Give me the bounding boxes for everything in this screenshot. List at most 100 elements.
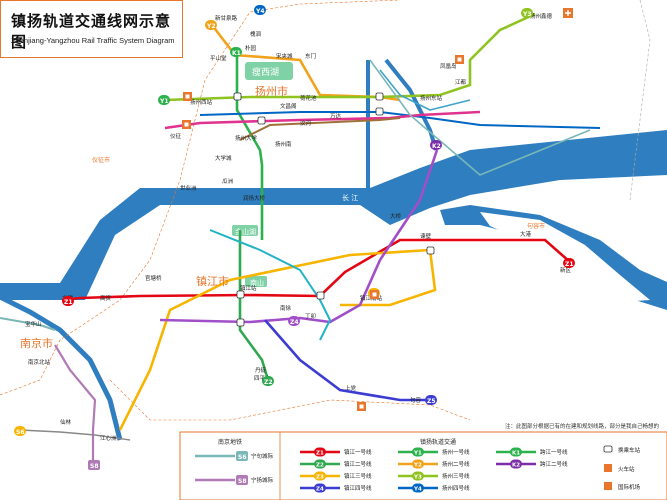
label-river: 长 江: [342, 193, 358, 202]
airport-icon: [563, 8, 573, 18]
line-nj-s-blue: [369, 59, 591, 176]
station-label: 谏壁: [420, 232, 432, 240]
svg-text:镇江一号线: 镇江一号线: [344, 448, 372, 456]
station-label: 丁卯: [305, 312, 316, 320]
badge-s8: S8: [88, 460, 100, 470]
station-label: 南徐: [280, 304, 292, 312]
station-label: 扬州鑫德: [530, 12, 553, 20]
label-nanjing: 南京市: [20, 336, 53, 350]
svg-text:火车站: 火车站: [618, 465, 635, 473]
station-label: 句容: [410, 396, 422, 404]
shouxi-lake-label: 瘦西湖: [252, 66, 279, 78]
svg-text:Z2: Z2: [264, 379, 273, 386]
station-label: 汶河: [300, 119, 312, 127]
station-label: 丹徒: [255, 366, 267, 374]
title-box: 镇扬轨道交通线网示意图 Zhenjiang-Yangzhou Rail Traf…: [0, 0, 183, 58]
station-label: 新甘泉路: [215, 14, 238, 22]
line-zj1: [61, 238, 571, 302]
transfer-station: [375, 92, 384, 101]
line-yz4: [199, 111, 601, 129]
jinshan-lake-label: 金山湖: [235, 227, 256, 236]
line-nj-s8: [54, 344, 97, 460]
badge-y3: Y3: [521, 8, 533, 18]
svg-text:S8: S8: [238, 478, 247, 485]
station-label: 宋夹城: [276, 52, 293, 60]
station-label: 镇江站: [240, 284, 257, 292]
svg-text:S8: S8: [90, 463, 99, 470]
station-label: 仪征: [170, 132, 182, 140]
svg-text:扬州一号线: 扬州一号线: [442, 448, 470, 456]
station-label: 大港: [520, 230, 532, 238]
badge-k1: K1: [230, 47, 242, 57]
badge-z4: Z4: [288, 316, 300, 326]
svg-text:扬州四号线: 扬州四号线: [442, 484, 470, 492]
city-boundary-2: [629, 0, 651, 201]
svg-text:Y4: Y4: [413, 487, 422, 493]
transfer-station: [236, 318, 245, 327]
svg-text:跨江二号线: 跨江二号线: [540, 460, 568, 468]
station-label: 扬州东站: [420, 94, 443, 102]
transfer-station: [233, 92, 242, 101]
badge-y1: Y1: [158, 95, 170, 105]
line-yz-pink: [164, 110, 481, 130]
station-label: 凤凰岛: [440, 62, 457, 70]
svg-text:Z5: Z5: [427, 398, 436, 405]
shouxi-lake: [245, 62, 293, 80]
transfer-station: [316, 291, 325, 300]
line-zj-cyan: [209, 229, 332, 341]
label-yangzhou: 扬州市: [255, 84, 288, 98]
legend-right-title: 镇扬轨道交通: [420, 438, 456, 446]
line-zj5: [264, 319, 430, 402]
transfer-station: [375, 107, 384, 116]
svg-text:Z1: Z1: [565, 261, 574, 268]
svg-text:S6: S6: [238, 454, 247, 461]
svg-text:Y1: Y1: [159, 98, 169, 105]
legend-left-title: 南京地铁: [218, 438, 242, 446]
line-yz-teal: [379, 69, 471, 111]
legend-nj-item: S6 宁句城际: [195, 451, 274, 461]
svg-text:Y3: Y3: [522, 11, 532, 18]
transfer-station: [257, 116, 266, 125]
train-station-icon: [357, 402, 366, 411]
canal-branch: [384, 58, 438, 151]
map-title: 镇扬轨道交通线网示意图: [11, 12, 172, 51]
legend-line-item: Y4 扬州四号线: [398, 483, 470, 493]
badge-z2: Z2: [262, 376, 274, 386]
line-zj4: [159, 149, 439, 324]
train-station-icon: [455, 55, 464, 64]
station-label: 东门: [305, 52, 316, 60]
station-label: 上党: [345, 384, 357, 392]
station-label: 槐泗: [250, 30, 262, 38]
svg-text:Y3: Y3: [413, 475, 422, 481]
label-jurong: 句容市: [527, 222, 545, 230]
yangtze-river: [0, 130, 667, 300]
svg-text:Z3: Z3: [316, 475, 324, 481]
badge-z1-east: Z1: [563, 258, 575, 268]
station-label: 仙林: [60, 418, 72, 426]
label-yizheng: 仪征市: [92, 156, 110, 164]
map-note: 注：此图部分根据已有的在建和规划线路，部分是我自己畅想的: [505, 422, 660, 430]
badge-y4: Y4: [254, 5, 266, 15]
train-station-icon: [183, 92, 192, 101]
svg-text:扬州三号线: 扬州三号线: [442, 472, 470, 480]
legend-line-item: Y3 扬州三号线: [398, 471, 470, 481]
station-label: 大学城: [215, 154, 232, 162]
map-subtitle: Zhenjiang-Yangzhou Rail Traffic System D…: [11, 36, 175, 45]
station-label: 扬州南: [275, 140, 292, 148]
svg-text:宁句城际: 宁句城际: [251, 452, 274, 460]
line-zj2: [238, 230, 270, 381]
nanshan-label: 南山: [250, 278, 264, 287]
train-station-icon: [182, 120, 191, 129]
svg-text:镇江三号线: 镇江三号线: [344, 472, 372, 480]
badge-z1-west: Z1: [62, 296, 74, 306]
svg-text:K2: K2: [512, 463, 520, 469]
svg-text:扬州二号线: 扬州二号线: [442, 460, 470, 468]
svg-text:Y2: Y2: [206, 23, 216, 30]
station-label: 新区: [560, 266, 572, 274]
